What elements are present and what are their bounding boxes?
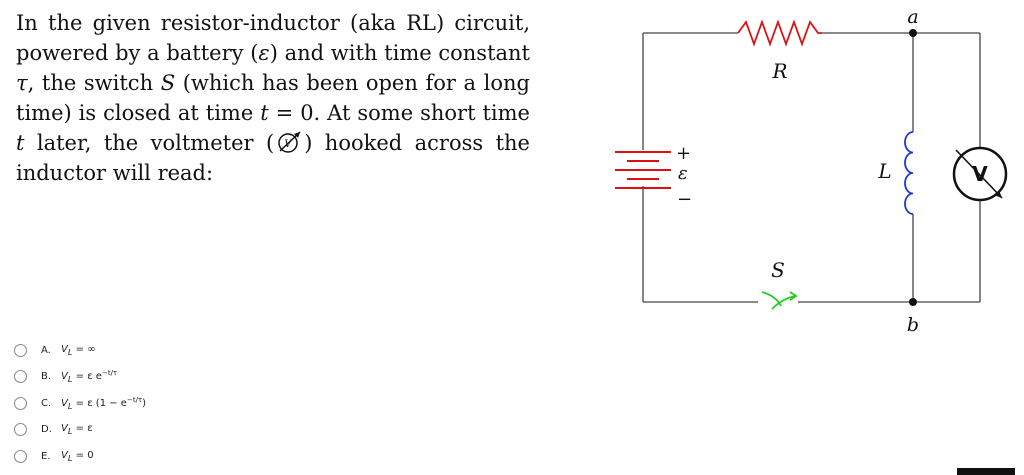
radio-e[interactable] (14, 449, 27, 463)
emf-label: ε (678, 163, 688, 184)
option-a-letter: A. (41, 344, 51, 356)
node-a-dot (909, 29, 917, 37)
battery-minus-label: − (677, 189, 692, 210)
voltmeter-symbol: V (952, 146, 1008, 202)
svg-text:V: V (285, 139, 294, 150)
option-e-text: VL = 0 (61, 449, 94, 463)
svg-text:V: V (972, 162, 988, 186)
switch-symbol (761, 291, 798, 310)
option-b-text: VL = ε e−t/τ (61, 369, 118, 385)
option-b-letter: B. (41, 371, 52, 383)
answer-option-b[interactable]: B. VL = ε e−t/τ (14, 364, 414, 391)
resistor-symbol (737, 19, 822, 47)
answer-options: A. VL = ∞ B. VL = ε e−t/τ C. VL = ε (1 −… (14, 337, 414, 470)
rl-circuit-diagram: R + ε − L V S a b (615, 6, 1008, 336)
node-b-dot (909, 298, 917, 306)
option-c-letter: C. (41, 397, 52, 409)
option-e-letter: E. (41, 450, 51, 462)
resistor-label: R (771, 59, 787, 83)
inductor-symbol (904, 131, 914, 215)
answer-option-d[interactable]: D. VL = ε (14, 417, 414, 444)
answer-option-c[interactable]: C. VL = ε (1 − e−t/τ) (14, 390, 414, 417)
corner-bar (957, 468, 1015, 475)
radio-c[interactable] (14, 396, 27, 410)
node-b-label: b (907, 314, 919, 336)
option-d-text: VL = ε (61, 423, 93, 437)
battery-symbol (615, 151, 671, 189)
inductor-label: L (877, 159, 891, 183)
voltmeter-icon: V (278, 131, 301, 153)
radio-a[interactable] (14, 343, 27, 357)
option-d-letter: D. (41, 424, 52, 436)
battery-plus-label: + (676, 143, 691, 164)
option-c-text: VL = ε (1 − e−t/τ) (61, 395, 147, 411)
answer-option-a[interactable]: A. VL = ∞ (14, 337, 414, 364)
node-a-label: a (907, 6, 918, 28)
question-text: In the given resistor-inductor (aka RL) … (16, 11, 530, 185)
option-a-text: VL = ∞ (61, 343, 96, 357)
radio-d[interactable] (14, 423, 27, 437)
answer-option-e[interactable]: E. VL = 0 (14, 443, 414, 470)
radio-b[interactable] (14, 370, 27, 384)
switch-label: S (771, 258, 785, 282)
